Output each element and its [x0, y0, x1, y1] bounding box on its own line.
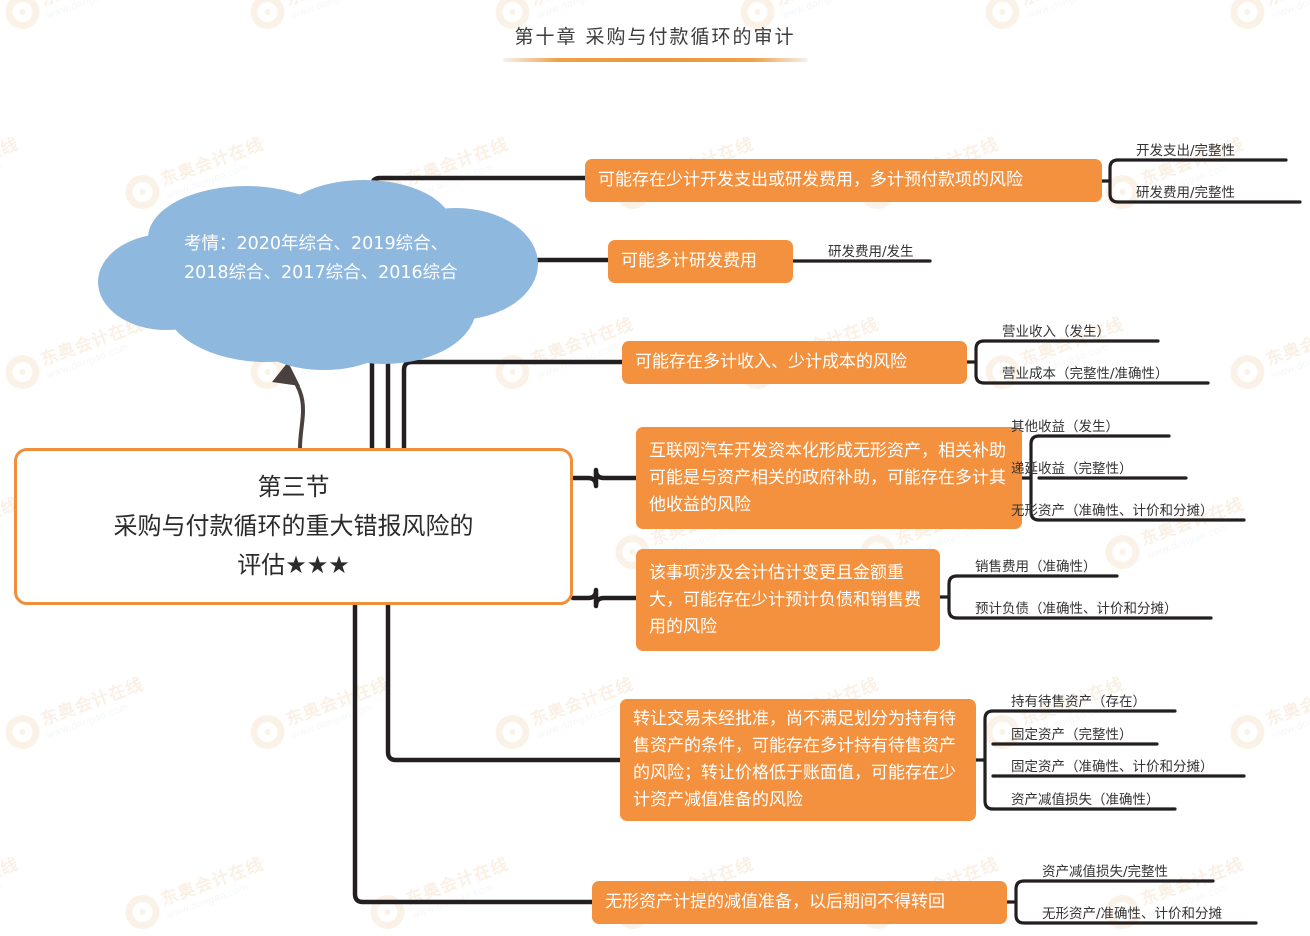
root-line-2: 采购与付款循环的重大错报风险的 [113, 512, 474, 540]
leaf-label-4-1: 其他收益（发生） [1011, 419, 1119, 435]
branch-node-2[interactable]: 可能多计研发费用 [608, 240, 793, 283]
branch-node-1[interactable]: 可能存在少计开发支出或研发费用，多计预付款项的风险 [585, 159, 1102, 202]
cloud-arrow-head [272, 362, 300, 386]
exam-history-cloud: 考情：2020年综合、2019综合、2018综合、2017综合、2016综合 [96, 178, 576, 374]
branch-label-3: 可能存在多计收入、少计成本的风险 [635, 352, 907, 372]
leaf-label-5-2: 预计负债（准确性、计价和分摊） [975, 601, 1178, 617]
branch-node-4[interactable]: 互联网汽车开发资本化形成无形资产，相关补助可能是与资产相关的政府补助，可能存在多… [636, 427, 1022, 529]
leaf-label-7-2: 无形资产/准确性、计价和分摊 [1042, 906, 1223, 922]
leaf-label-4-3: 无形资产（准确性、计价和分摊） [1011, 503, 1214, 519]
branch-node-3[interactable]: 可能存在多计收入、少计成本的风险 [622, 341, 967, 384]
cloud-label: 考情：2020年综合、2019综合、2018综合、2017综合、2016综合 [184, 234, 458, 283]
leaf-label-5-1: 销售费用（准确性） [975, 559, 1097, 575]
leaf-label-7-1: 资产减值损失/完整性 [1042, 864, 1169, 880]
title-underline [502, 58, 808, 62]
branch-label-4: 互联网汽车开发资本化形成无形资产，相关补助可能是与资产相关的政府补助，可能存在多… [649, 440, 1006, 515]
root-node[interactable]: 第三节 采购与付款循环的重大错报风险的 评估★★★ [14, 448, 573, 605]
root-node-label: 第三节 采购与付款循环的重大错报风险的 评估★★★ [114, 468, 474, 585]
page-header: 第十章 采购与付款循环的审计 [0, 22, 1310, 62]
root-line-1: 第三节 [257, 473, 330, 501]
branch-node-5[interactable]: 该事项涉及会计估计变更且金额重大，可能存在少计预计负债和销售费用的风险 [636, 549, 940, 651]
branch-label-2: 可能多计研发费用 [621, 251, 757, 271]
leaf-label-3-2: 营业成本（完整性/准确性） [1002, 366, 1169, 382]
root-line-3: 评估★★★ [237, 551, 350, 579]
leaf-label-2-1: 研发费用/发生 [828, 244, 914, 260]
page-title: 第十章 采购与付款循环的审计 [514, 26, 796, 48]
branch-node-6[interactable]: 转让交易未经批准，尚不满足划分为持有待售资产的条件，可能存在多计持有待售资产的风… [620, 699, 976, 821]
branch-label-6: 转让交易未经批准，尚不满足划分为持有待售资产的条件，可能存在多计持有待售资产的风… [633, 709, 956, 810]
branch-label-7: 无形资产计提的减值准备，以后期间不得转回 [605, 892, 945, 912]
leaf-label-1-2: 研发费用/完整性 [1136, 185, 1236, 201]
leaf-label-3-1: 营业收入（发生） [1002, 324, 1110, 340]
branch-node-7[interactable]: 无形资产计提的减值准备，以后期间不得转回 [592, 881, 1007, 924]
leaf-label-6-2: 固定资产（完整性） [1011, 727, 1133, 743]
leaf-label-4-2: 递延收益（完整性） [1011, 461, 1133, 477]
leaf-label-6-3: 固定资产（准确性、计价和分摊） [1011, 759, 1214, 775]
leaf-label-6-4: 资产减值损失（准确性） [1011, 792, 1160, 808]
leaf-label-1-1: 开发支出/完整性 [1136, 143, 1236, 159]
branch-label-5: 该事项涉及会计估计变更且金额重大，可能存在少计预计负债和销售费用的风险 [649, 562, 921, 637]
branch-label-1: 可能存在少计开发支出或研发费用，多计预付款项的风险 [598, 170, 1023, 190]
leaf-label-6-1: 持有待售资产（存在） [1011, 694, 1146, 710]
